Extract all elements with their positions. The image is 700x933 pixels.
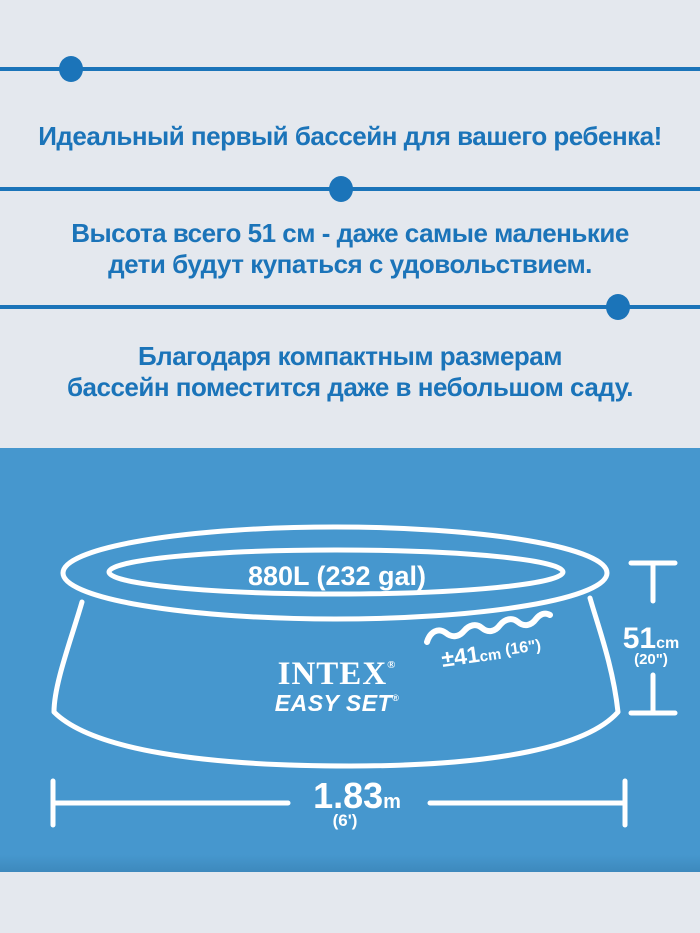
claim-line: бассейн поместится даже в небольшом саду…: [66, 372, 634, 402]
diameter-dimension: [50, 778, 628, 828]
height-label: 51cm: [623, 622, 680, 655]
separator-line: [0, 176, 700, 202]
pool-ring-inner-ellipse: [106, 547, 566, 597]
registered-icon: ®: [392, 693, 399, 703]
separator-dot: [606, 294, 630, 320]
claim-line: Идеальный первый бассейн для вашего ребе…: [38, 121, 662, 151]
separator-line: [0, 56, 700, 82]
registered-icon: ®: [387, 659, 396, 671]
depth-label: ±41cm (16"): [440, 632, 543, 672]
diameter-alt-label: (6'): [333, 811, 358, 830]
claim-line: Высота всего 51 см - даже самые маленьки…: [71, 218, 629, 248]
claim-text-2: Высота всего 51 см - даже самые маленьки…: [0, 218, 700, 280]
diameter-label: 1.83m: [313, 775, 401, 816]
height-unit: cm: [656, 635, 679, 652]
pool-diagram: 880L (232 gal) ±41cm (16") INTEX® EASY S…: [50, 524, 680, 830]
separator-dot: [59, 56, 83, 82]
separator-line: [0, 294, 700, 320]
easy-set-logo-text: EASY SET: [275, 690, 394, 716]
height-dimension: [628, 560, 678, 716]
depth-unit: cm: [479, 646, 503, 666]
height-value: 51: [623, 622, 656, 655]
depth-value: ±41: [440, 641, 482, 672]
separator-dot: [329, 176, 353, 202]
easy-set-logo: EASY SET®: [275, 690, 399, 716]
depth-alt: (16"): [500, 637, 542, 659]
diameter-value: 1.83: [313, 775, 383, 816]
water-wave-icon: [424, 610, 553, 645]
diameter-unit: m: [383, 791, 401, 813]
claim-line: Благодаря компактным размерам: [137, 341, 563, 371]
intex-logo-text: INTEX: [278, 656, 388, 692]
pool-diagram-panel: 880L (232 gal) ±41cm (16") INTEX® EASY S…: [0, 448, 700, 872]
height-alt-label: (20"): [634, 651, 668, 668]
claim-line: дети будут купаться с удовольствием.: [108, 249, 592, 279]
claim-text-1: Идеальный первый бассейн для вашего ребе…: [0, 121, 700, 152]
pool-body-outline: [51, 595, 621, 769]
volume-label: 880L (232 gal): [248, 561, 426, 591]
claim-text-3: Благодаря компактным размерам бассейн по…: [0, 341, 700, 403]
intex-logo: INTEX®: [278, 656, 397, 692]
